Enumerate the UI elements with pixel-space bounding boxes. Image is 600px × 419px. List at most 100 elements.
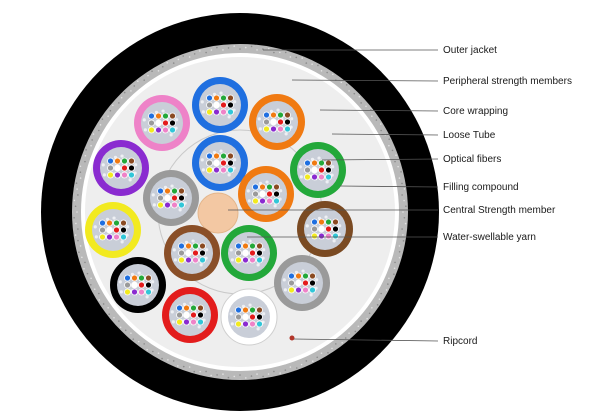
optical-fiber xyxy=(273,197,280,205)
optical-fiber xyxy=(190,304,197,312)
gel-speckle xyxy=(93,225,97,229)
strength-member-strand xyxy=(143,343,145,345)
label-peripheral-strength-members: Peripheral strength members xyxy=(443,76,572,87)
optical-fiber xyxy=(206,108,213,116)
gel-speckle xyxy=(199,263,203,267)
strength-member-strand xyxy=(91,139,93,141)
optical-fiber xyxy=(318,218,325,226)
optical-fiber xyxy=(124,288,131,296)
optical-fiber xyxy=(183,304,190,312)
optical-fiber xyxy=(190,311,197,319)
tube-gel xyxy=(199,84,241,126)
strength-member-strand xyxy=(108,313,110,315)
loose-tube-inner-1 xyxy=(192,135,248,191)
tube-gel xyxy=(199,142,241,184)
strength-member-strand xyxy=(305,360,308,362)
tube-gel xyxy=(304,208,346,250)
loose-tube-outer-10 xyxy=(93,140,149,196)
gel-speckle xyxy=(197,325,201,329)
optical-fiber xyxy=(259,183,266,191)
strength-member-strand xyxy=(98,299,101,301)
optical-fiber xyxy=(273,183,280,191)
strength-member-strand xyxy=(132,338,135,340)
gel-speckle xyxy=(258,127,262,131)
strength-member-strand xyxy=(295,367,298,369)
optical-fiber xyxy=(176,311,183,319)
gel-speckle xyxy=(284,132,288,136)
optical-fiber xyxy=(199,256,206,264)
optical-fiber xyxy=(318,173,325,181)
strength-member-strand xyxy=(79,171,82,174)
strength-member-strand xyxy=(401,194,403,196)
strength-member-strand xyxy=(172,360,175,362)
strength-member-strand xyxy=(300,363,303,366)
gel-speckle xyxy=(161,109,165,113)
strength-member-strand xyxy=(371,307,373,309)
optical-fiber xyxy=(106,226,113,234)
optical-fiber xyxy=(213,101,220,109)
strength-member-strand xyxy=(77,194,79,196)
optical-fiber xyxy=(256,306,263,314)
optical-fiber xyxy=(311,225,318,233)
strength-member-strand xyxy=(320,70,323,72)
leader-line-6 xyxy=(339,185,439,188)
callout-labels: Outer jacket Peripheral strength members… xyxy=(443,45,572,347)
gel-speckle xyxy=(227,173,231,177)
optical-fiber xyxy=(227,101,234,109)
optical-fiber xyxy=(302,279,309,287)
optical-fiber xyxy=(220,108,227,116)
strength-member-strand xyxy=(90,144,92,147)
optical-fiber xyxy=(249,313,256,321)
strength-member-strand xyxy=(368,312,371,315)
strength-member-strand xyxy=(107,307,109,309)
optical-fiber xyxy=(318,166,325,174)
optical-fiber xyxy=(162,112,169,120)
strength-member-strand xyxy=(404,222,407,225)
strength-member-strand xyxy=(401,228,403,230)
gel-speckle xyxy=(305,224,309,228)
gel-speckle xyxy=(205,248,209,252)
strength-member-strand xyxy=(76,211,78,213)
tube-gel xyxy=(141,102,183,144)
optical-fiber xyxy=(311,166,318,174)
label-outer-jacket: Outer jacket xyxy=(443,45,497,56)
strength-member-strand xyxy=(137,340,140,343)
optical-fiber xyxy=(114,164,121,172)
leader-lines xyxy=(228,49,439,342)
optical-fiber xyxy=(124,274,131,282)
optical-fiber xyxy=(155,126,162,134)
strength-member-strand xyxy=(335,343,337,345)
strength-member-strand xyxy=(161,357,163,360)
strength-member-strand xyxy=(86,272,89,275)
optical-fiber xyxy=(145,288,152,296)
optical-fiber xyxy=(284,118,291,126)
optical-fiber xyxy=(235,320,242,328)
strength-member-strand xyxy=(193,370,196,373)
optical-fiber xyxy=(171,187,178,195)
optical-fiber xyxy=(242,249,249,257)
optical-fiber xyxy=(148,126,155,134)
strength-member-strand xyxy=(137,80,139,82)
strength-member-strand xyxy=(93,288,96,291)
strength-member-strand xyxy=(393,267,396,270)
optical-fiber xyxy=(99,233,106,241)
gel-speckle xyxy=(189,301,193,305)
tube-gel xyxy=(297,149,339,191)
loose-tube-outer-1 xyxy=(192,77,248,133)
optical-fiber xyxy=(227,94,234,102)
strength-member-strand xyxy=(360,320,362,322)
gel-speckle xyxy=(301,269,305,273)
strength-member-strand xyxy=(317,64,319,67)
strength-member-strand xyxy=(79,245,82,247)
gel-speckle xyxy=(201,168,205,172)
tube-gel xyxy=(281,262,323,304)
strength-member-strand xyxy=(278,51,281,54)
optical-fiber xyxy=(277,118,284,126)
strength-member-strand xyxy=(365,105,367,108)
optical-fiber xyxy=(249,256,256,264)
strength-member-strand xyxy=(357,325,360,328)
optical-fiber xyxy=(325,166,332,174)
gel-speckle xyxy=(184,193,188,197)
strength-member-strand xyxy=(98,292,100,295)
